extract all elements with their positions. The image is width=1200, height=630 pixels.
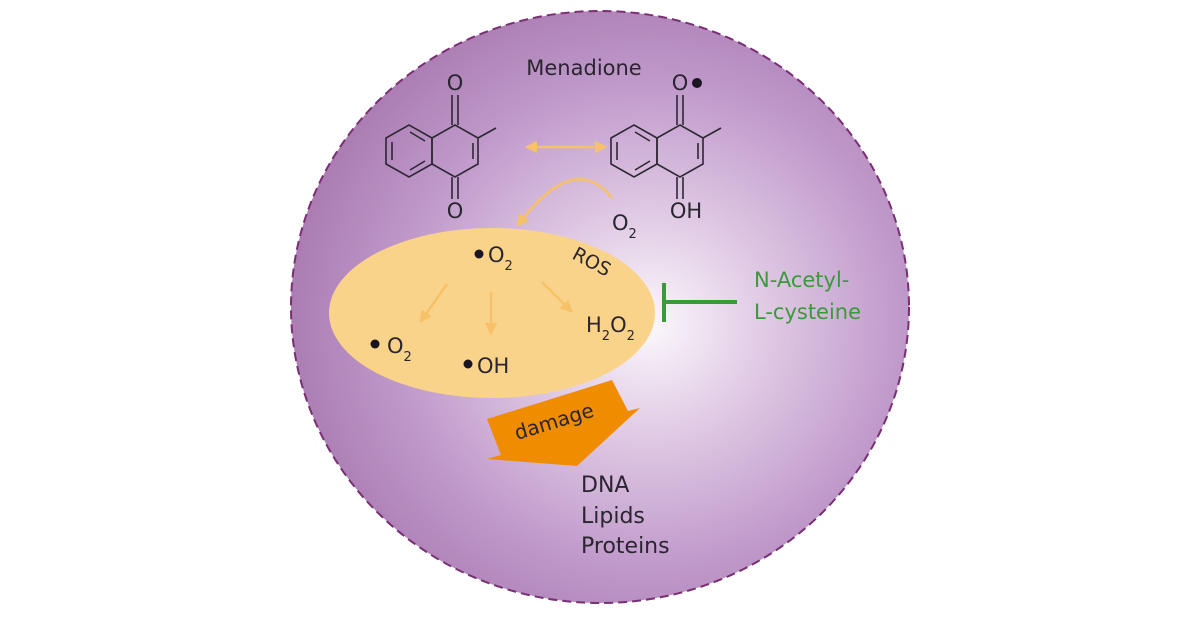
superoxide-product-label: O2	[387, 334, 412, 365]
oxygen-reduction-arrow	[516, 178, 613, 228]
ros-arrow-right	[541, 281, 573, 313]
superoxide-product-dot	[370, 339, 380, 349]
inhibitor-label-line1: N-Acetyl-	[754, 268, 849, 292]
quinone-bottom-oxygen: O	[447, 199, 464, 223]
damage-arrow	[487, 380, 640, 466]
superoxide-radical-dot	[474, 249, 484, 259]
radical-dot	[692, 78, 702, 88]
superoxide-label: O2	[488, 243, 513, 274]
target-dna: DNA	[581, 473, 629, 498]
target-lipids: Lipids	[581, 504, 645, 529]
semiquinone-top-oxygen: O	[672, 71, 689, 95]
semiquinone-hydroxyl: OH	[670, 199, 702, 223]
menadione-semiquinone-structure	[610, 95, 722, 199]
target-proteins: Proteins	[581, 534, 670, 559]
ros-arrow-left	[419, 283, 449, 324]
menadione-quinone-structure	[385, 95, 497, 199]
inhibitor-label-line2: L-cysteine	[754, 300, 861, 324]
quinone-top-oxygen: O	[447, 71, 464, 95]
hydroxyl-radical-label: OH	[477, 354, 509, 378]
oxygen-molecule-label: O2	[612, 211, 637, 242]
hydrogen-peroxide-label: H2O2	[586, 313, 635, 344]
hydroxyl-radical-dot	[463, 359, 473, 369]
menadione-title: Menadione	[526, 56, 641, 80]
